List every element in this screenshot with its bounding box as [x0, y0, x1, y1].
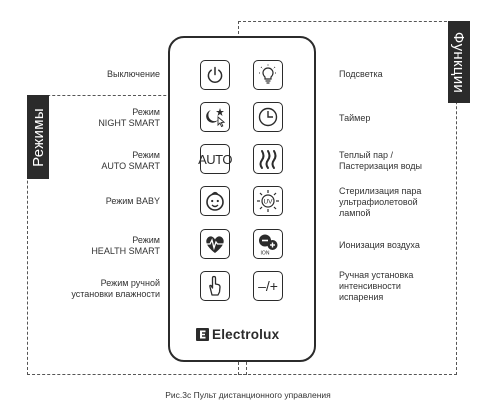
- label-line: интенсивности: [339, 281, 401, 291]
- auto-smart-button[interactable]: AUTO: [198, 144, 232, 174]
- intensity-button-label: –/+: [258, 278, 278, 294]
- label-line: Таймер: [339, 113, 371, 123]
- label-line: Ручная установка: [339, 270, 414, 280]
- svg-text:ION: ION: [261, 251, 270, 257]
- label-line: Стерилизация пара: [339, 186, 422, 196]
- label-line: Ионизация воздуха: [339, 240, 420, 250]
- figure-caption: Рис.3с Пульт дистанционного управления: [165, 390, 331, 400]
- modes-tab: Режимы: [27, 95, 49, 179]
- label-power-off: Выключение: [10, 69, 160, 80]
- health-smart-button[interactable]: [200, 229, 230, 259]
- label-uv-sterilization: Стерилизация пара ультрафиолетовой лампо…: [339, 186, 479, 219]
- heart-pulse-icon: [204, 236, 226, 253]
- label-evaporation-intensity: Ручная установка интенсивности испарения: [339, 270, 479, 303]
- uv-sun-icon: UV: [257, 190, 279, 212]
- label-warm-steam: Теплый пар / Пастеризация воды: [339, 150, 479, 172]
- night-moon-stars-icon: [206, 108, 226, 128]
- manual-humidity-button[interactable]: [200, 271, 230, 301]
- label-manual-humidity: Режим ручной установки влажности: [10, 278, 160, 300]
- ionization-button[interactable]: ION: [253, 229, 283, 259]
- functions-tab-label: Функции: [450, 31, 468, 93]
- label-timer: Таймер: [339, 113, 479, 124]
- lightbulb-icon: [259, 64, 277, 84]
- label-line: лампой: [339, 208, 371, 218]
- brand-name: Electrolux: [212, 326, 280, 342]
- electrolux-logo: Electrolux: [196, 326, 296, 342]
- label-auto-smart: Режим AUTO SMART: [10, 150, 160, 172]
- label-line: AUTO SMART: [101, 161, 160, 171]
- label-health-smart: Режим HEALTH SMART: [10, 235, 160, 257]
- label-line: Теплый пар /: [339, 150, 394, 160]
- power-button[interactable]: [200, 60, 230, 90]
- evaporation-intensity-button[interactable]: –/+: [253, 271, 283, 301]
- label-line: Режим: [132, 235, 160, 245]
- baby-mode-button[interactable]: [200, 186, 230, 216]
- svg-text:UV: UV: [263, 199, 273, 206]
- label-line: установки влажности: [71, 289, 160, 299]
- label-line: NIGHT SMART: [98, 118, 160, 128]
- label-backlight: Подсветка: [339, 69, 479, 80]
- night-smart-button[interactable]: [200, 102, 230, 132]
- label-line: Режим ручной: [100, 278, 160, 288]
- backlight-button[interactable]: [253, 60, 283, 90]
- warm-steam-button[interactable]: [253, 144, 283, 174]
- functions-tab: Функции: [448, 21, 470, 103]
- hand-finger-icon: [209, 275, 221, 296]
- label-night-smart: Режим NIGHT SMART: [10, 107, 160, 129]
- label-line: Режим BABY: [105, 196, 160, 206]
- uv-sterilization-button[interactable]: UV: [253, 186, 283, 216]
- label-ionization: Ионизация воздуха: [339, 240, 479, 251]
- ion-icon: ION: [259, 234, 278, 257]
- label-line: Выключение: [106, 69, 160, 79]
- remote-control: [168, 36, 316, 362]
- label-line: Пастеризация воды: [339, 161, 422, 171]
- timer-button[interactable]: [253, 102, 283, 132]
- auto-button-label: AUTO: [198, 151, 232, 167]
- steam-waves-icon: [259, 150, 277, 169]
- label-line: испарения: [339, 292, 384, 302]
- clock-icon: [258, 107, 278, 127]
- electrolux-mark-icon: [196, 327, 209, 341]
- label-baby-mode: Режим BABY: [10, 196, 160, 207]
- label-line: Режим: [132, 150, 160, 160]
- label-line: HEALTH SMART: [91, 246, 160, 256]
- label-line: ультрафиолетовой: [339, 197, 418, 207]
- label-line: Подсветка: [339, 69, 383, 79]
- power-icon: [207, 66, 223, 83]
- label-line: Режим: [132, 107, 160, 117]
- baby-face-icon: [206, 191, 224, 211]
